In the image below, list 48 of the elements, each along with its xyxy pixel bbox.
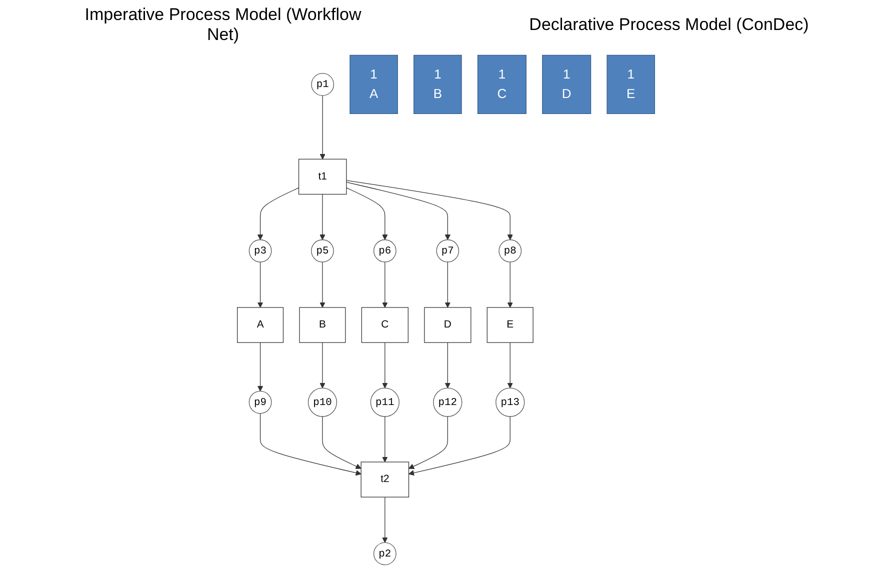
arrow: [382, 262, 388, 308]
arrow: [382, 416, 388, 462]
arrow: [444, 262, 451, 308]
arrow: [408, 416, 510, 476]
node-box: A: [237, 307, 284, 343]
node-circle: p5: [311, 239, 334, 262]
arrow: [382, 342, 388, 388]
arrow: [320, 342, 326, 388]
node-circle: p6: [373, 239, 396, 262]
arrow: [260, 413, 362, 476]
node-box: t1: [298, 158, 347, 195]
node-circle: p12: [433, 388, 462, 417]
node-circle: p7: [436, 239, 460, 262]
node-box: 1 A: [350, 54, 398, 114]
node-circle: p10: [308, 388, 337, 417]
arrow: [257, 262, 264, 308]
node-box: 1 B: [414, 54, 462, 114]
arrow: [346, 182, 451, 240]
node-circle: p3: [248, 239, 272, 262]
arrow: [322, 416, 362, 469]
arrow: [346, 187, 388, 240]
node-circle: p2: [373, 542, 396, 566]
node-circle: p1: [311, 73, 334, 96]
node-box: 1 C: [477, 54, 526, 114]
arrow: [320, 262, 326, 308]
node-box: C: [361, 307, 408, 343]
arrow: [257, 187, 300, 240]
node-circle: p8: [498, 239, 522, 262]
arrow: [507, 342, 513, 388]
arrow: [507, 262, 513, 308]
arrow: [444, 342, 451, 388]
node-box: 1 E: [606, 54, 655, 114]
node-box: 1 D: [542, 54, 592, 114]
arrow: [346, 180, 513, 240]
node-box: t2: [360, 462, 410, 498]
panel-heading: Declarative Process Model (ConDec): [528, 15, 810, 35]
node-circle: p9: [248, 390, 272, 414]
arrow: [320, 194, 326, 240]
arrow: [408, 416, 448, 469]
node-box: D: [424, 307, 472, 343]
node-box: B: [299, 307, 346, 343]
node-circle: p11: [370, 388, 400, 417]
arrow: [320, 95, 326, 160]
panel-heading: Imperative Process Model (Workflow Net): [84, 5, 362, 45]
node-circle: p13: [496, 388, 525, 417]
node-box: E: [486, 307, 534, 343]
arrow: [382, 496, 388, 543]
arrow: [257, 342, 264, 392]
